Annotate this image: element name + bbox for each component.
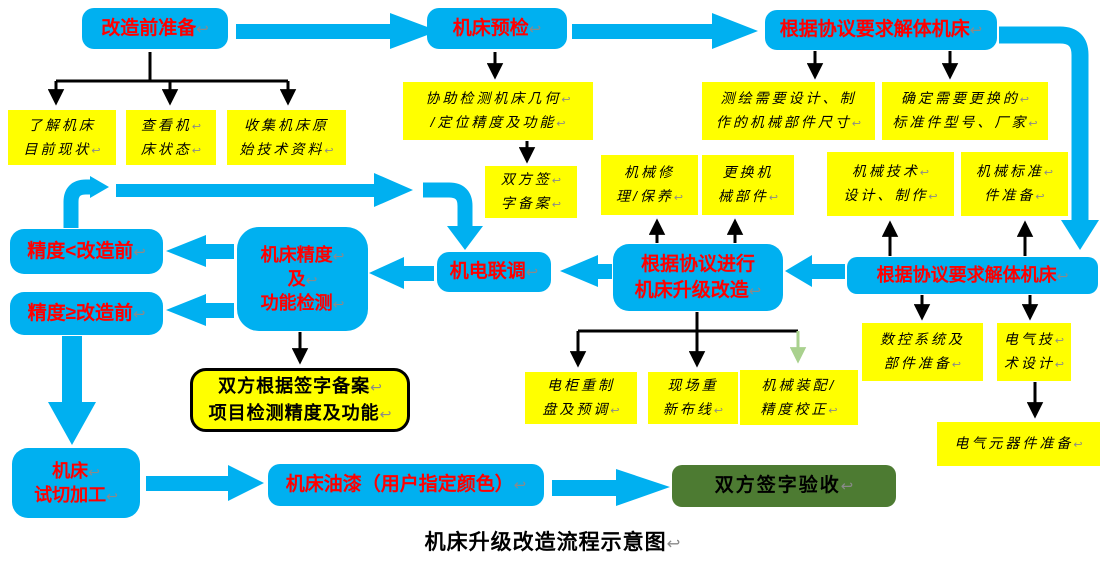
arrow-trialcut-to-paint	[146, 465, 264, 501]
node-prep: 改造前准备↩	[82, 8, 228, 49]
arrow-ge-to-trialcut	[48, 336, 96, 445]
arrow-preccheck-to-ge	[166, 294, 234, 326]
arrow-precheck-to-disassemble	[572, 13, 758, 49]
node-assembly-calibration: 机械装配/ 精度校正↩	[740, 370, 858, 425]
node-replace-parts: 更换机 械部件↩	[702, 155, 794, 215]
node-sign-record: 双方签↩ 字备案↩	[485, 166, 577, 218]
arrow-disassemble-elbow-shaft	[999, 26, 1089, 222]
node-check-status: 查看机↩ 床状态↩	[126, 110, 216, 165]
arrow-loop-down-shaft	[423, 182, 473, 228]
node-disassemble-mid: 根据协议要求解体机床↩	[847, 257, 1098, 294]
node-acceptance: 双方签字验收↩	[672, 465, 896, 507]
diagram-title: 机床升级改造流程示意图↩	[424, 531, 681, 554]
node-trial-cut: 机床↩ 试切加工↩	[12, 448, 140, 518]
black-connectors	[47, 51, 1044, 419]
node-paint: 机床油漆（用户指定颜色）↩	[268, 464, 544, 506]
node-elec-design: 电气技↩ 术设计↩	[997, 323, 1071, 381]
arrow-loop-horizontal	[116, 173, 413, 207]
node-survey-parts: 测绘需要设计、制 作的机械部件尺寸↩	[702, 82, 875, 140]
node-joint-debug: 机电联调↩	[437, 252, 551, 292]
node-collect-docs: 收集机床原 始技术资料↩	[227, 110, 346, 165]
node-confirm-standard: 确定需要更换的↩ 标准件型号、厂家↩	[882, 82, 1048, 140]
node-mech-standard: 机械标准↩ 件准备↩	[961, 152, 1068, 216]
arrow-prep-to-precheck	[236, 13, 438, 49]
node-precision-ge: 精度≥改造前↩	[10, 292, 163, 335]
arrow-loop-down-head	[447, 226, 483, 250]
node-disassemble-top: 根据协议要求解体机床↩	[765, 10, 997, 50]
node-precision-func-check: 机床精度↩ 及↩ 功能检测↩	[237, 227, 368, 331]
arrow-disassemble-elbow-head	[1061, 220, 1099, 250]
node-precision-lt: 精度<改造前↩	[10, 229, 163, 274]
arrow-upgrade-to-jointdebug	[560, 255, 612, 287]
arrow-jointdebug-to-preccheck	[369, 257, 434, 289]
arrow-loop-up-head	[90, 176, 109, 198]
node-cnc-prepare: 数控系统及 部件准备↩	[862, 323, 983, 381]
arrow-loop-up-shaft	[63, 179, 90, 228]
node-record-check: 双方根据签字备案↩ 项目检测精度及功能↩	[190, 368, 410, 432]
node-mech-design: 机械技术↩ 设计、制作↩	[827, 152, 954, 216]
node-precheck: 机床预检↩	[427, 8, 567, 49]
node-know-status: 了解机床 目前现状↩	[8, 110, 116, 165]
node-rewire: 现场重 新布线↩	[648, 372, 738, 424]
arrow-preccheck-to-lt	[166, 235, 234, 267]
node-elec-components: 电气元器件准备↩	[937, 422, 1100, 466]
node-assist-check: 协助检测机床几何↩ /定位精度及功能↩	[403, 82, 593, 140]
arrow-middisassemble-to-upgrade	[785, 255, 845, 287]
node-upgrade: 根据协议进行 机床升级改造↩	[613, 244, 783, 311]
node-cabinet: 电柜重制 盘及预调↩	[525, 372, 637, 424]
node-repair: 机械修 理/保养↩	[601, 155, 698, 215]
arrow-paint-to-acceptance	[552, 469, 670, 506]
